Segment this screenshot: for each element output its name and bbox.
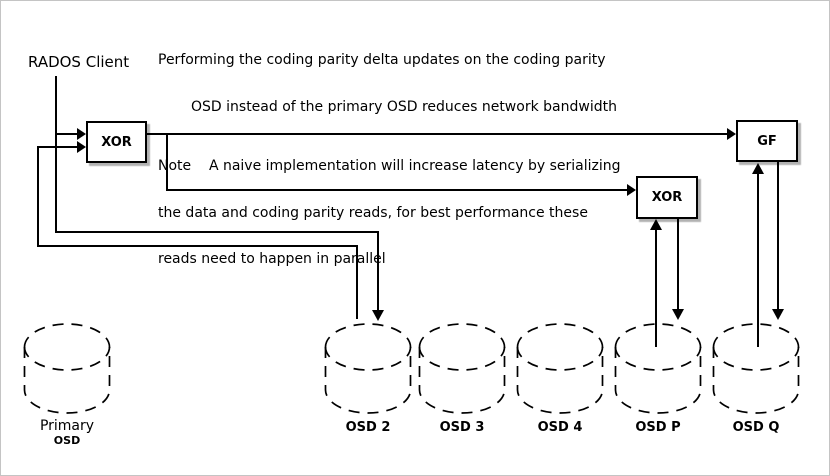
xor-node-1: XOR — [86, 121, 147, 163]
arrowhead-into-xor2-icon — [627, 184, 636, 196]
edge-xor2-to-osdp — [677, 218, 679, 310]
osd2-cylinder-icon — [324, 322, 412, 415]
edge-client-write-drop — [377, 231, 379, 310]
edge-osd2-to-xor1 — [37, 146, 77, 148]
arrowhead-into-osdq-icon — [772, 309, 784, 320]
edge-branch-to-xor2 — [166, 189, 627, 191]
arrowhead-into-xor1-bottom-icon — [77, 141, 86, 153]
note-line: reads need to happen in parallel — [158, 251, 386, 267]
arrowhead-into-xor1-top-icon — [77, 128, 86, 140]
primary-osd-label-line1: Primary — [39, 418, 95, 434]
primary-osd-cylinder-icon — [23, 322, 111, 415]
edge-osd2-read-vertical-left — [37, 147, 39, 247]
edge-xor1-to-gf — [147, 133, 727, 135]
xor-node-2-label: XOR — [651, 190, 683, 205]
edge-osdp-to-xor2 — [655, 229, 657, 347]
osdp-cylinder-icon — [614, 322, 702, 415]
osd2-label: OSD 2 — [345, 420, 391, 435]
note-line: OSD instead of the primary OSD reduces n… — [191, 98, 617, 115]
edge-osd2-read-riser — [356, 245, 358, 319]
edge-osd2-read-horizontal — [37, 245, 358, 247]
osd4-cylinder-icon — [516, 322, 604, 415]
note-line: the data and coding parity reads, for be… — [158, 204, 588, 221]
osd4-label: OSD 4 — [537, 420, 583, 435]
osdq-cylinder-icon — [712, 322, 800, 415]
primary-osd-label: Primary OSD — [23, 418, 111, 447]
edge-branch-drop — [166, 133, 168, 191]
edge-gf-to-osdq — [777, 162, 779, 310]
arrowhead-up-into-gf-icon — [752, 163, 764, 174]
note-line: Performing the coding parity delta updat… — [158, 52, 606, 68]
edge-osdq-to-gf — [757, 173, 759, 347]
gf-node-label: GF — [757, 133, 777, 149]
edge-client-trunk — [55, 76, 57, 233]
osdp-label: OSD P — [635, 420, 681, 435]
xor-node-2: XOR — [636, 176, 698, 219]
edge-client-write-horizontal — [55, 231, 379, 233]
rados-client-label: RADOS Client — [28, 53, 130, 71]
arrowhead-into-osdp-icon — [672, 309, 684, 320]
note-line: Note A naive implementation will increas… — [158, 158, 621, 174]
xor-node-1-label: XOR — [101, 134, 132, 150]
arrowhead-up-into-xor2-icon — [650, 219, 662, 230]
osd3-cylinder-icon — [418, 322, 506, 415]
osd3-label: OSD 3 — [439, 420, 485, 435]
arrowhead-into-gf-icon — [727, 128, 736, 140]
osdq-label: OSD Q — [732, 420, 780, 435]
note-text-block: Performing the coding parity delta updat… — [158, 22, 620, 299]
gf-node: GF — [736, 120, 798, 162]
primary-osd-label-line2: OSD — [53, 434, 81, 447]
arrowhead-into-osd2-icon — [372, 310, 384, 321]
edge-client-to-xor1 — [55, 133, 77, 135]
